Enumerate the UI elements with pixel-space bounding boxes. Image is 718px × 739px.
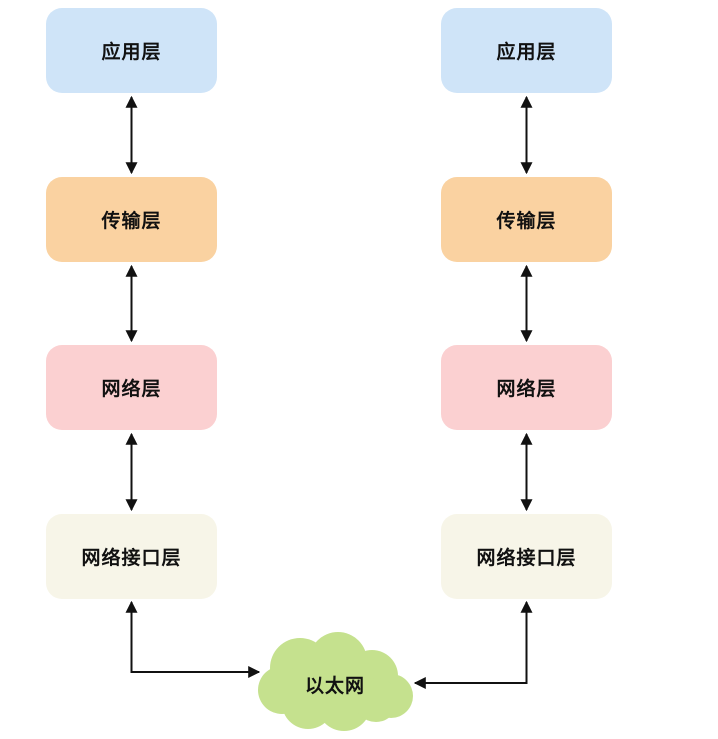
ethernet-cloud — [258, 632, 413, 731]
node-left-network-label: 网络层 — [101, 379, 162, 400]
node-right-network-label: 网络层 — [496, 379, 557, 400]
ethernet-cloud-label: 以太网 — [304, 676, 365, 697]
node-right-transport-label: 传输层 — [496, 211, 557, 232]
arrow-right-interface-ethernet-icon — [413, 600, 533, 689]
node-right-network-interface-layer: 网络接口层 — [441, 514, 612, 599]
node-left-transport-label: 传输层 — [101, 211, 162, 232]
node-right-application-layer: 应用层 — [441, 8, 612, 93]
node-right-network-layer: 网络层 — [441, 345, 612, 430]
node-right-application-label: 应用层 — [496, 42, 557, 63]
node-left-network-interface-layer: 网络接口层 — [46, 514, 217, 599]
node-right-transport-layer: 传输层 — [441, 177, 612, 262]
arrow-left-interface-ethernet-icon — [125, 600, 261, 678]
node-left-application-layer: 应用层 — [46, 8, 217, 93]
node-left-application-label: 应用层 — [101, 42, 162, 63]
node-left-network-interface-label: 网络接口层 — [81, 548, 182, 569]
node-right-network-interface-label: 网络接口层 — [476, 548, 577, 569]
node-left-transport-layer: 传输层 — [46, 177, 217, 262]
node-left-network-layer: 网络层 — [46, 345, 217, 430]
